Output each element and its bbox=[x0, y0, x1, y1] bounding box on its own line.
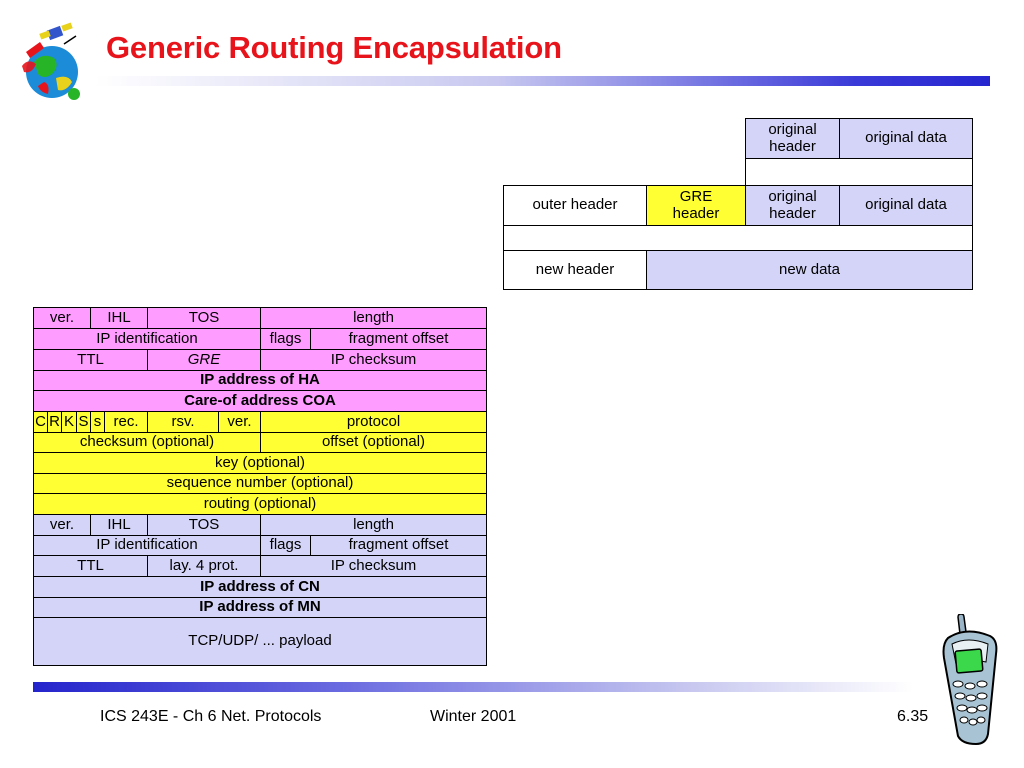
inner-ip-identification: IP identification bbox=[33, 535, 261, 556]
enc-row1-original-data: original data bbox=[839, 118, 973, 159]
outer-ip-ihl: IHL bbox=[90, 307, 148, 329]
outer-ip-destination-address: Care-of address COA bbox=[33, 390, 487, 412]
enc-row3-new-header: new header bbox=[503, 250, 647, 290]
gre-offset: offset (optional) bbox=[260, 432, 487, 453]
inner-ip-checksum: IP checksum bbox=[260, 555, 487, 577]
mobile-phone-icon bbox=[942, 614, 998, 746]
gre-routing: routing (optional) bbox=[33, 493, 487, 515]
outer-ip-identification: IP identification bbox=[33, 328, 261, 350]
enc-row1-original-header: original header bbox=[745, 118, 840, 159]
outer-ip-tos: TOS bbox=[147, 307, 261, 329]
footer-term: Winter 2001 bbox=[430, 708, 517, 725]
gre-flag-k: K bbox=[61, 411, 77, 433]
gre-version: ver. bbox=[218, 411, 261, 433]
enc-row2-outer-header: outer header bbox=[503, 185, 647, 226]
globe-satellite-logo-icon bbox=[22, 22, 80, 100]
inner-ip-length: length bbox=[260, 514, 487, 536]
outer-ip-length: length bbox=[260, 307, 487, 329]
inner-ip-tos: TOS bbox=[147, 514, 261, 536]
payload: TCP/UDP/ ... payload bbox=[33, 617, 487, 666]
footer-course: ICS 243E - Ch 6 Net. Protocols bbox=[100, 708, 322, 725]
gre-reserved: rsv. bbox=[147, 411, 219, 433]
outer-ip-ver: ver. bbox=[33, 307, 91, 329]
gre-flag-s: S bbox=[76, 411, 91, 433]
inner-ip-flags: flags bbox=[260, 535, 311, 556]
inner-ip-fragment-offset: fragment offset bbox=[310, 535, 487, 556]
gre-flag-r: R bbox=[47, 411, 62, 433]
slide-title: Generic Routing Encapsulation bbox=[106, 30, 562, 65]
gre-sequence-number: sequence number (optional) bbox=[33, 473, 487, 494]
footer-page-number: 6.35 bbox=[897, 708, 929, 725]
footer-bar bbox=[33, 682, 913, 692]
gre-flag-strict-source: s bbox=[90, 411, 105, 433]
gre-checksum: checksum (optional) bbox=[33, 432, 261, 453]
enc-row3-new-data: new data bbox=[646, 250, 973, 290]
gre-key: key (optional) bbox=[33, 452, 487, 474]
outer-ip-ttl: TTL bbox=[33, 349, 148, 371]
outer-ip-fragment-offset: fragment offset bbox=[310, 328, 487, 350]
gre-flag-c: C bbox=[33, 411, 48, 433]
outer-ip-flags: flags bbox=[260, 328, 311, 350]
gre-protocol: protocol bbox=[260, 411, 487, 433]
inner-ip-source-address: IP address of CN bbox=[33, 576, 487, 598]
title-underline-bar bbox=[95, 76, 990, 86]
inner-ip-ihl: IHL bbox=[90, 514, 148, 536]
inner-ip-ttl: TTL bbox=[33, 555, 148, 577]
outer-ip-source-address: IP address of HA bbox=[33, 370, 487, 391]
outer-ip-checksum: IP checksum bbox=[260, 349, 487, 371]
enc-row2-gre-header: GRE header bbox=[646, 185, 746, 226]
gre-recursion-control: rec. bbox=[104, 411, 148, 433]
inner-ip-ver: ver. bbox=[33, 514, 91, 536]
inner-ip-protocol: lay. 4 prot. bbox=[147, 555, 261, 577]
enc-row2-original-data: original data bbox=[839, 185, 973, 226]
outer-ip-protocol-gre: GRE bbox=[147, 349, 261, 371]
enc-row2-original-header: original header bbox=[745, 185, 840, 226]
inner-ip-destination-address: IP address of MN bbox=[33, 597, 487, 618]
enc-spacer-1 bbox=[745, 158, 973, 186]
enc-spacer-2 bbox=[503, 225, 973, 251]
